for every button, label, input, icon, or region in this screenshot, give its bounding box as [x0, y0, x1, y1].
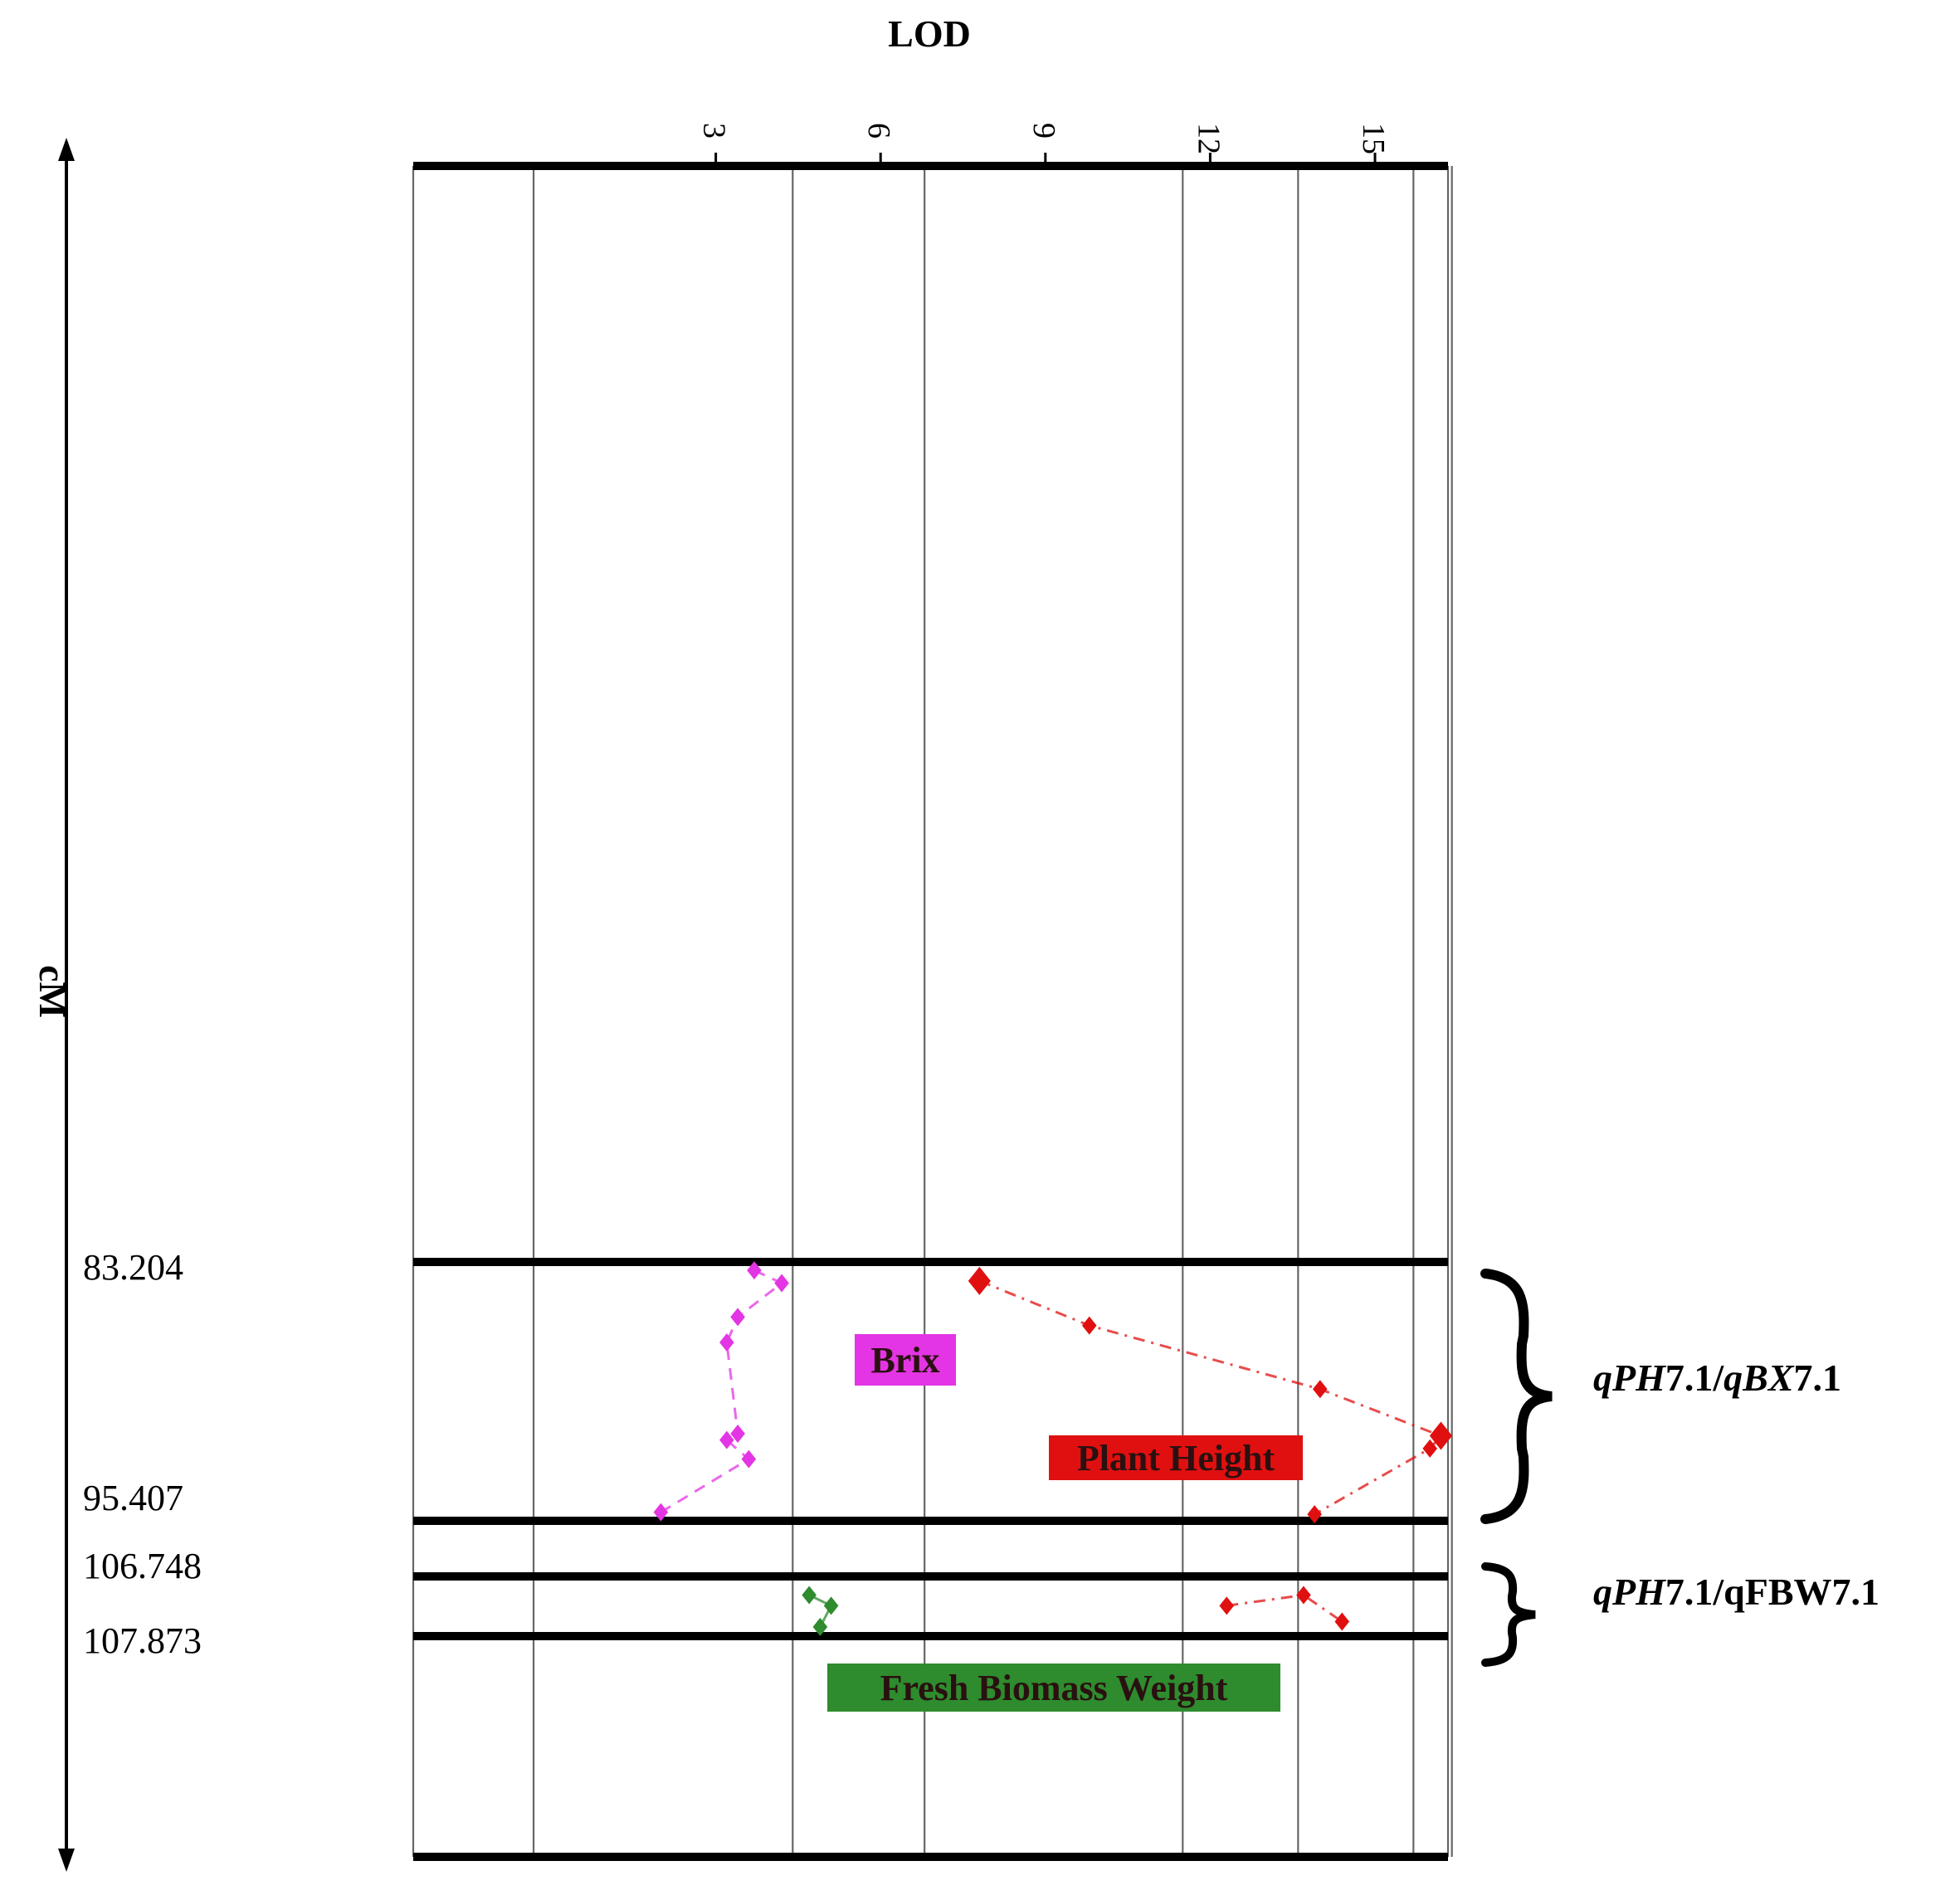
marker-band-layer — [413, 162, 1448, 1861]
data-point — [1081, 1316, 1097, 1335]
data-point — [719, 1333, 734, 1352]
series-label-box — [827, 1664, 1280, 1712]
series-line — [978, 1279, 1443, 1516]
y-axis-arrow-head-top — [58, 138, 75, 161]
x-tick-label: 12 — [1191, 123, 1226, 154]
label-layer: 3 6 9 12 15 83.204 95.407 106.748 107.873 BrixPla… — [83, 123, 1391, 1712]
data-point — [741, 1449, 757, 1469]
series-label-box — [1049, 1435, 1303, 1480]
qtl-bracket-1 — [1480, 1269, 1553, 1524]
data-point — [730, 1308, 745, 1327]
x-tick-label: 3 — [697, 123, 732, 139]
series-label-box — [855, 1334, 956, 1386]
data-point — [1422, 1439, 1437, 1458]
series-label: Brix — [870, 1340, 939, 1381]
x-tick-label: 6 — [861, 123, 896, 139]
data-point — [774, 1274, 789, 1293]
qtl-label-1: qPH7.1/qBX7.1 — [1593, 1357, 1841, 1399]
data-point — [730, 1424, 745, 1443]
data-point — [968, 1266, 991, 1295]
data-point — [812, 1617, 828, 1636]
y-tick-label: 83.204 — [83, 1247, 183, 1288]
qtl-bracket-2 — [1481, 1562, 1536, 1667]
data-point — [1334, 1612, 1350, 1631]
data-point — [653, 1503, 669, 1522]
y-tick-label: 95.407 — [83, 1478, 183, 1518]
qtl-label-2: qPH7.1/qFBW7.1 — [1593, 1571, 1880, 1613]
series-line — [660, 1269, 784, 1513]
y-tick-label: 106.748 — [83, 1546, 202, 1586]
x-tick-label: 9 — [1026, 123, 1061, 139]
data-point — [1429, 1421, 1453, 1450]
series-layer — [653, 1261, 1453, 1636]
series-label: Fresh Biomass Weight — [880, 1668, 1228, 1708]
data-point — [747, 1261, 762, 1280]
data-point — [1313, 1380, 1328, 1399]
grid-layer — [412, 166, 1453, 1857]
series-label: Plant Height — [1077, 1438, 1275, 1478]
data-point — [1307, 1505, 1322, 1524]
data-point — [719, 1430, 734, 1449]
data-point — [1296, 1586, 1311, 1605]
data-point — [1219, 1596, 1235, 1615]
data-point — [802, 1586, 817, 1605]
y-axis-arrow-head-bottom — [58, 1849, 75, 1872]
x-tick-label: 15 — [1356, 123, 1391, 154]
x-axis-title: LOD — [888, 12, 971, 55]
series-line — [1226, 1593, 1343, 1623]
data-point — [823, 1596, 839, 1615]
y-tick-label: 107.873 — [83, 1620, 202, 1661]
